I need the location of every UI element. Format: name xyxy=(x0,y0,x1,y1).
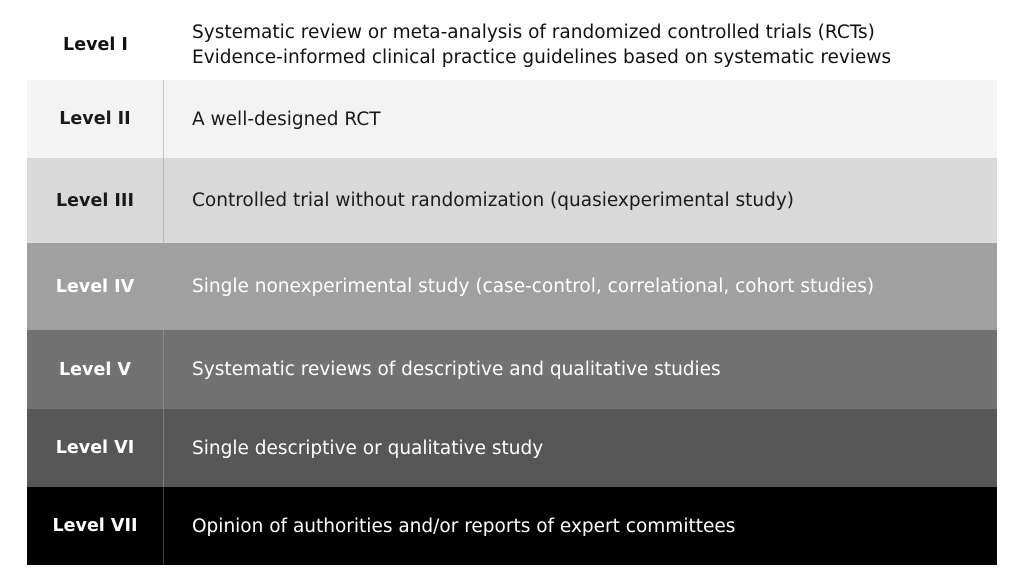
description-line: Controlled trial without randomization (… xyxy=(192,190,794,211)
level-label: Level I xyxy=(63,35,128,55)
level-description: Single nonexperimental study (case-contr… xyxy=(164,274,997,299)
level-label: Level V xyxy=(27,330,164,409)
evidence-hierarchy-table: Level I Systematic review or meta-analys… xyxy=(27,10,997,565)
evidence-level-row-6: Level VI Single descriptive or qualitati… xyxy=(27,409,997,487)
level-label: Level VI xyxy=(27,409,164,487)
level-description: Systematic reviews of descriptive and qu… xyxy=(164,357,997,382)
evidence-level-row-1: Level I Systematic review or meta-analys… xyxy=(27,10,997,80)
description-line: Single descriptive or qualitative study xyxy=(192,437,544,459)
description-line: Systematic reviews of descriptive and qu… xyxy=(192,359,721,380)
evidence-level-row-4: Level IV Single nonexperimental study (c… xyxy=(27,243,997,330)
level-label: Level III xyxy=(27,158,164,243)
description-line: A well-designed RCT xyxy=(192,108,381,130)
level-label: Level II xyxy=(27,80,164,158)
description-line: Opinion of authorities and/or reports of… xyxy=(192,515,736,537)
level-label: Level VII xyxy=(27,487,164,565)
evidence-level-row-5: Level V Systematic reviews of descriptiv… xyxy=(27,330,997,409)
description-line: Evidence-informed clinical practice guid… xyxy=(192,47,892,68)
level-description: Controlled trial without randomization (… xyxy=(164,188,997,213)
evidence-level-row-2: Level II A well-designed RCT xyxy=(27,80,997,158)
level-description: Single descriptive or qualitative study xyxy=(164,436,997,461)
evidence-level-row-7: Level VII Opinion of authorities and/or … xyxy=(27,487,997,565)
evidence-level-row-3: Level III Controlled trial without rando… xyxy=(27,158,997,243)
level-label: Level IV xyxy=(27,243,164,330)
level-description: Opinion of authorities and/or reports of… xyxy=(164,514,997,539)
level-description: Systematic review or meta-analysis of ra… xyxy=(164,20,997,70)
description-line: Systematic review or meta-analysis of ra… xyxy=(192,22,875,43)
level-description: A well-designed RCT xyxy=(164,107,997,132)
description-line: Single nonexperimental study (case-contr… xyxy=(192,276,875,297)
